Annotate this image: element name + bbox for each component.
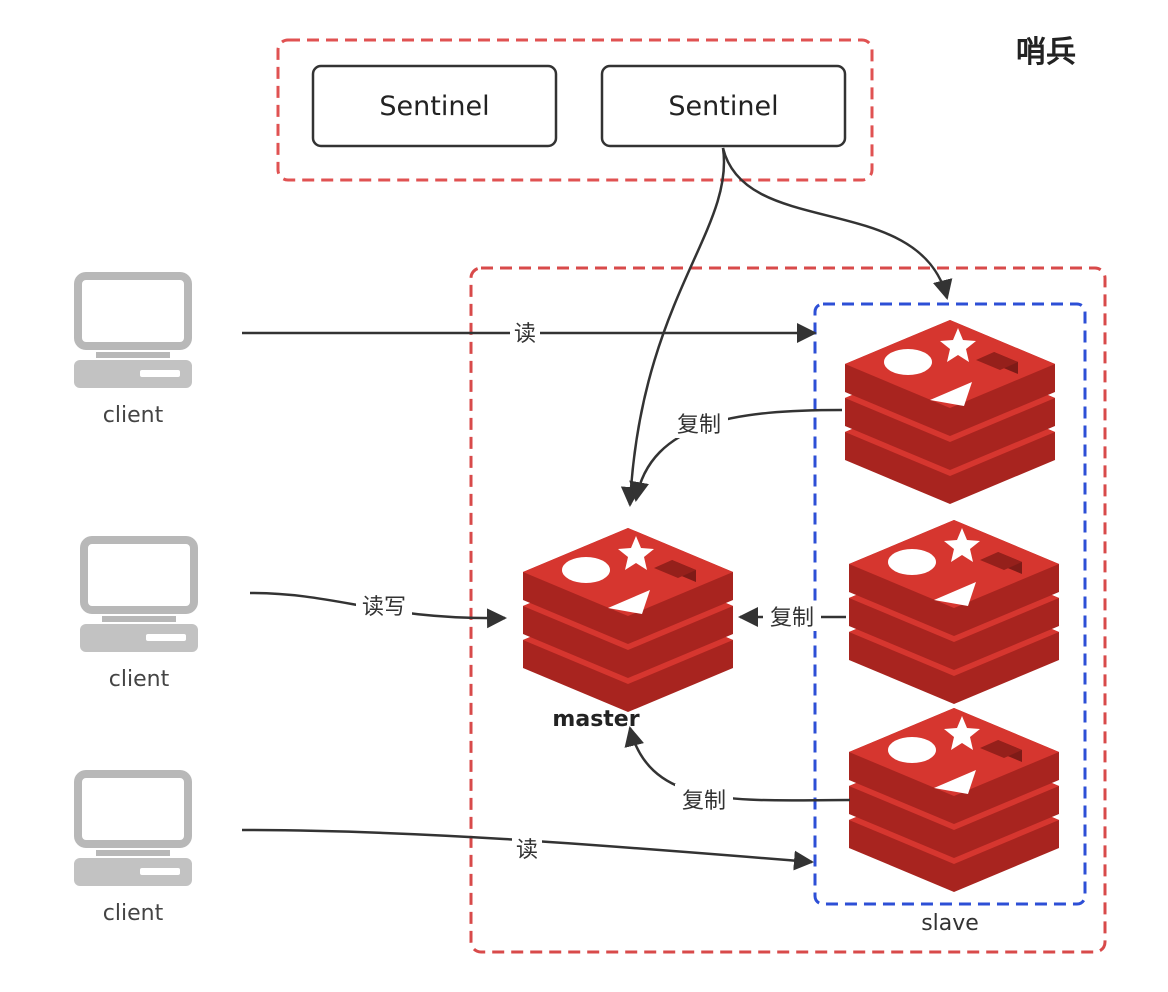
- client-3-edge-label: 读: [516, 838, 538, 863]
- slave-group-boundary: [813, 302, 1087, 906]
- master-node: master: [523, 528, 733, 732]
- slave-3-redis-logo-icon: [849, 708, 1059, 892]
- slave-node-3: [849, 708, 1059, 892]
- sentinel-to-master-edge: [620, 147, 726, 507]
- diagram-title: 哨兵: [1016, 35, 1076, 70]
- client-2: client: [80, 540, 198, 692]
- client-3-computer-icon: [74, 774, 192, 886]
- redis-cluster-boundary: [469, 266, 1107, 954]
- replication-edge-slave-3: [624, 726, 851, 802]
- replication-edge-3-label: 复制: [682, 789, 726, 814]
- client-3-label: client: [103, 901, 164, 926]
- sentinel-node-2: Sentinel: [600, 64, 847, 148]
- replication-edge-2-label: 复制: [770, 606, 814, 631]
- replication-edge-slave-1: [629, 408, 843, 502]
- slave-2-redis-logo-icon: [849, 520, 1059, 704]
- sentinel-group-boundary: [276, 38, 874, 182]
- client-1-label: client: [103, 403, 164, 428]
- sentinel-node-1-label: Sentinel: [379, 91, 489, 122]
- client-1-edge-label: 读: [514, 322, 536, 347]
- client-1: client: [74, 276, 192, 428]
- master-redis-logo-icon: [523, 528, 733, 712]
- client-2-edge-label: 读写: [362, 595, 406, 620]
- client-2-computer-icon: [80, 540, 198, 652]
- slave-1-redis-logo-icon: [845, 320, 1055, 504]
- sentinel-node-1: Sentinel: [311, 64, 558, 148]
- client-2-label: client: [109, 667, 170, 692]
- client-3: client: [74, 774, 192, 926]
- master-label: master: [552, 707, 639, 732]
- slave-node-2: [849, 520, 1059, 704]
- client-1-computer-icon: [74, 276, 192, 388]
- slave-node-1: [845, 320, 1055, 504]
- slave-group-label: slave: [921, 911, 979, 936]
- sentinel-node-2-label: Sentinel: [668, 91, 778, 122]
- replication-edge-1-label: 复制: [677, 413, 721, 438]
- sentinel-to-slaves-edge: [721, 147, 953, 300]
